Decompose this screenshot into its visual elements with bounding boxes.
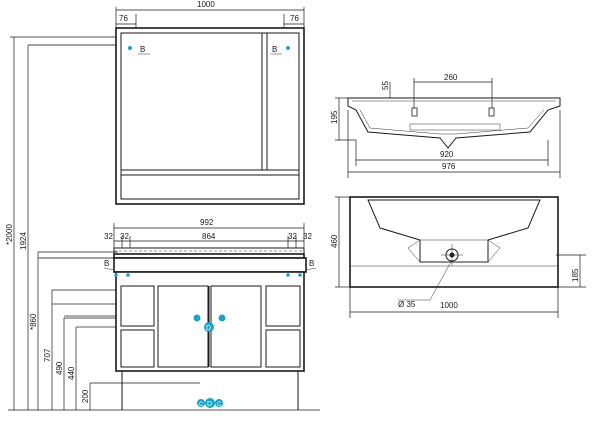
basin-depth-label: 195 <box>330 110 339 124</box>
basin-outer-width-label: 976 <box>442 162 456 171</box>
basin-inner-width-label: 920 <box>440 150 454 159</box>
connector-dot-icon <box>128 46 132 50</box>
tap-hole-icon <box>411 107 418 117</box>
vanity-side-left-b: 32 <box>120 232 129 241</box>
drain-offset-label: 185 <box>571 268 580 282</box>
mirror-cabinet: 1000 76 76 B B <box>115 0 305 205</box>
height-label-440: 440 <box>67 366 76 380</box>
height-label-2000: *2000 <box>5 224 14 245</box>
vanity-unit: 992 32 32 864 32 32 B B <box>103 218 317 410</box>
tap-height-label: 55 <box>381 81 390 90</box>
height-label-200: 200 <box>81 389 90 403</box>
tap-hole-icon <box>488 107 495 117</box>
tap-spacing-label: 260 <box>444 73 458 82</box>
connector-dot-icon <box>286 46 290 50</box>
vanity-side-right-a: 32 <box>288 232 297 241</box>
height-label-490: 490 <box>55 361 64 375</box>
vanity-side-left-a: 32 <box>104 232 113 241</box>
height-label-707: 707 <box>43 348 52 362</box>
vanity-left-mark: B <box>104 259 109 268</box>
floor-left-mark: C <box>199 402 204 408</box>
connector-dot-icon <box>286 273 290 277</box>
vanity-right-mark: B <box>309 259 314 268</box>
connector-dot-icon <box>197 399 205 407</box>
drain-diameter-label: Ø 35 <box>398 300 416 309</box>
vanity-side-right-b: 32 <box>303 232 312 241</box>
top-width-label: 1000 <box>440 301 458 310</box>
drain-mark: D <box>206 325 211 332</box>
drain-dot-icon <box>205 398 215 408</box>
drain-dot-icon <box>204 322 214 332</box>
floor-right-mark: C <box>217 402 222 408</box>
basin-top-view: 460 185 Ø 35 1000 <box>330 196 586 318</box>
vanity-width-label: 992 <box>200 218 214 227</box>
connector-dot-icon <box>114 273 118 277</box>
mirror-left-offset-label: 76 <box>119 14 128 23</box>
connector-dot-icon <box>215 399 223 407</box>
height-label-860: *860 <box>29 313 38 330</box>
connector-dot-icon <box>218 314 226 322</box>
mirror-width-label: 1000 <box>197 0 215 9</box>
mirror-left-mark: B <box>140 45 145 54</box>
connector-dot-icon <box>298 273 302 277</box>
connector-dot-icon <box>126 273 130 277</box>
top-depth-label: 460 <box>330 234 339 248</box>
vanity-inner-width-label: 864 <box>202 232 216 241</box>
mirror-right-offset-label: 76 <box>290 14 299 23</box>
mirror-right-mark: B <box>272 45 277 54</box>
basin-side-view: 260 55 195 920 976 <box>330 73 561 178</box>
connector-dot-icon <box>193 314 201 322</box>
floor-mid-mark: D <box>207 401 212 408</box>
height-label-1924: 1924 <box>19 232 28 250</box>
